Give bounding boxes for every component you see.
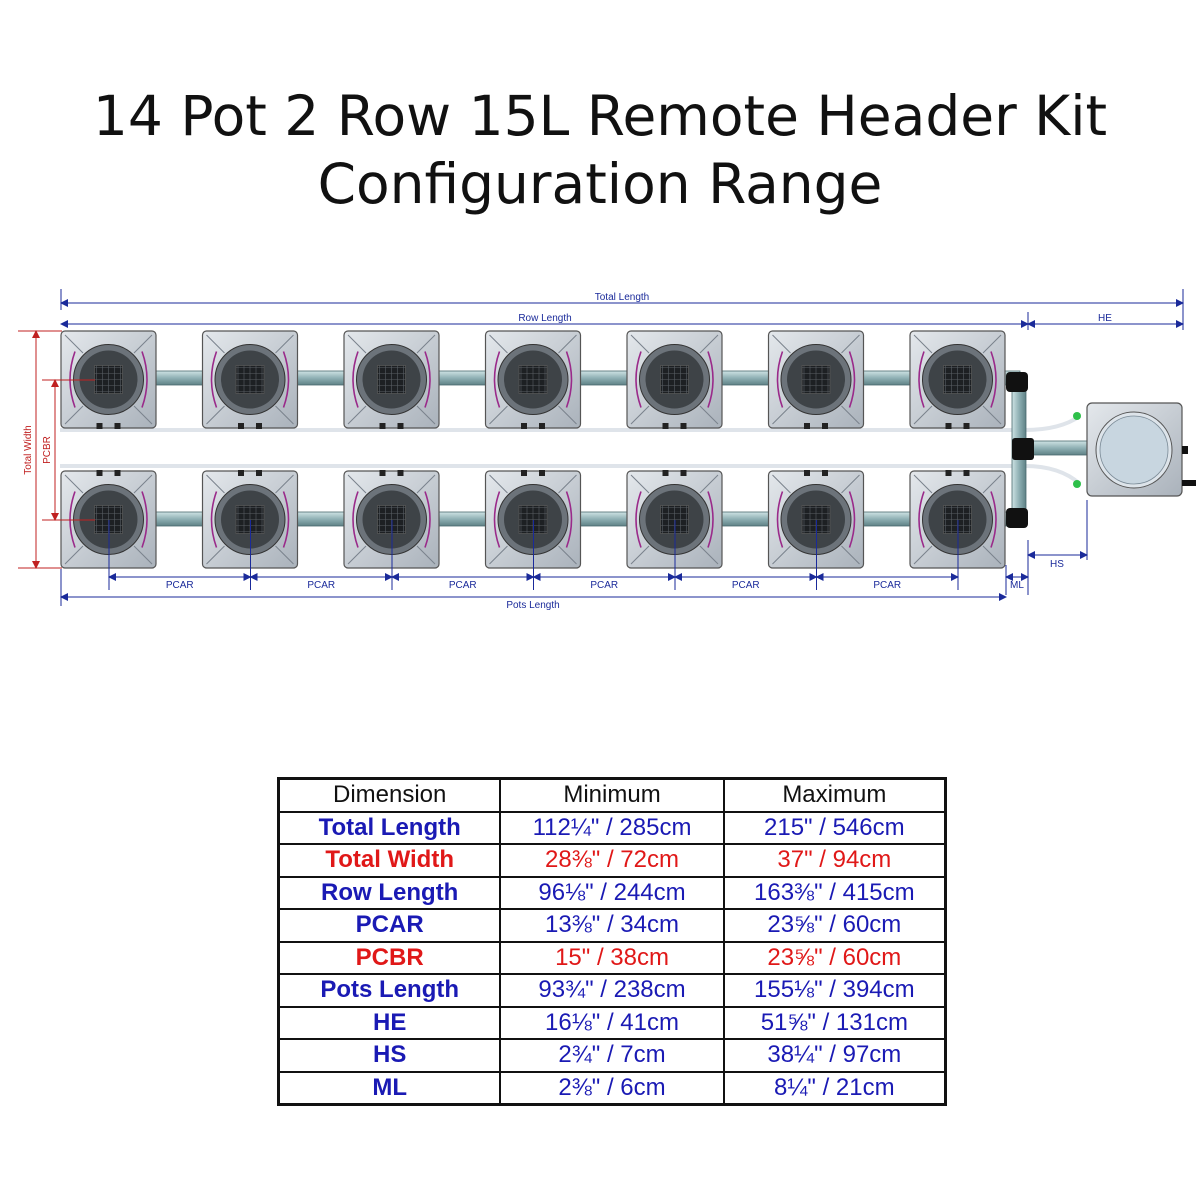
pcar-label: PCAR [307, 580, 335, 591]
table-header-row: Dimension Minimum Maximum [277, 777, 947, 813]
pcar-label: PCAR [449, 580, 477, 591]
dimension-name-cell: Total Length [277, 810, 502, 845]
pots-length-label: Pots Length [506, 600, 559, 611]
pot [767, 330, 865, 429]
page-title-line-2: Configuration Range [317, 152, 883, 216]
total-length-label: Total Length [595, 292, 650, 303]
maximum-cell: 215" / 546cm [722, 810, 947, 845]
header-dimension: Dimension [277, 777, 502, 813]
pcar-label: PCAR [873, 580, 901, 591]
header-tank [1073, 402, 1196, 497]
pcar-label: PCAR [166, 580, 194, 591]
pot [626, 330, 723, 429]
dimension-name-cell: Total Width [277, 843, 502, 878]
minimum-cell: 2⅜" / 6cm [499, 1070, 725, 1106]
header-minimum: Minimum [499, 777, 725, 813]
minimum-cell: 16⅛" / 41cm [499, 1005, 725, 1040]
pot [909, 330, 1006, 429]
page-title-line-1: 14 Pot 2 Row 15L Remote Header Kit [92, 84, 1108, 148]
maximum-cell: 38¼" / 97cm [722, 1038, 947, 1073]
minimum-cell: 96⅛" / 244cm [499, 875, 725, 910]
hs-label: HS [1050, 559, 1064, 570]
dimension-name-cell: HS [277, 1038, 502, 1073]
pot [767, 470, 865, 569]
maximum-cell: 8¼" / 21cm [722, 1070, 947, 1106]
pot [626, 470, 723, 569]
maximum-cell: 155⅛" / 394cm [722, 973, 947, 1008]
dimension-name-cell: PCBR [277, 940, 502, 975]
he-label: HE [1098, 313, 1112, 324]
pcbr-label: PCBR [42, 436, 53, 464]
dimension-name-cell: ML [277, 1070, 502, 1106]
pot [60, 470, 157, 569]
pot [343, 470, 440, 569]
pot [343, 330, 440, 429]
dimension-lines: Total Length Row Length HE Total Width P… [18, 289, 1184, 611]
pcar-label: PCAR [590, 580, 618, 591]
minimum-cell: 15" / 38cm [499, 940, 725, 975]
minimum-cell: 112¼" / 285cm [499, 810, 725, 845]
minimum-cell: 93¾" / 238cm [499, 973, 725, 1008]
dimension-name-cell: Pots Length [277, 973, 502, 1008]
maximum-cell: 51⅝" / 131cm [722, 1005, 947, 1040]
dimension-name-cell: Row Length [277, 875, 502, 910]
maximum-cell: 37" / 94cm [722, 843, 947, 878]
dimension-name-cell: HE [277, 1005, 502, 1040]
row-length-label: Row Length [518, 313, 571, 324]
pcar-dimensions: PCAR PCAR PCAR PCAR PCAR PCAR [108, 520, 959, 591]
minimum-cell: 13⅜" / 34cm [499, 908, 725, 943]
pot [60, 330, 157, 429]
ml-label: ML [1010, 580, 1024, 591]
pot [909, 470, 1006, 569]
pot [484, 330, 582, 429]
pcar-label: PCAR [732, 580, 760, 591]
maximum-cell: 163⅜" / 415cm [722, 875, 947, 910]
maximum-cell: 23⅝" / 60cm [722, 940, 947, 975]
total-width-label: Total Width [23, 425, 34, 474]
pot [201, 330, 299, 429]
maximum-cell: 23⅝" / 60cm [722, 908, 947, 943]
kit-layout-diagram: Total Length Row Length HE Total Width P… [18, 289, 1196, 611]
dimension-name-cell: PCAR [277, 908, 502, 943]
pot [201, 470, 299, 569]
minimum-cell: 28⅜" / 72cm [499, 843, 725, 878]
header-maximum: Maximum [722, 777, 947, 813]
manifold [1006, 372, 1089, 528]
minimum-cell: 2¾" / 7cm [499, 1038, 725, 1073]
